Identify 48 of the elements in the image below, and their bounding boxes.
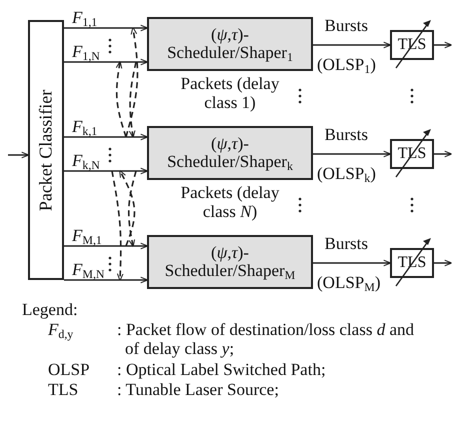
arrow — [313, 150, 392, 158]
path-label: (OLSP$_{1}$) — [317, 56, 376, 75]
arrow — [64, 276, 148, 284]
arrow — [64, 134, 148, 140]
classifier-box — [28, 20, 64, 280]
arrow — [64, 58, 148, 66]
edge-label: F$_{M,1}$ — [72, 227, 102, 246]
dashed-arrow — [128, 62, 137, 138]
legend-text: : Tunable Laser Source; — [117, 381, 279, 400]
edge-label: Bursts — [324, 17, 368, 36]
dashed-arrow — [111, 170, 124, 282]
scheduler-label: (ψ,τ)- Scheduler/Shaper$_{1}$ — [166, 26, 294, 62]
arrow — [434, 42, 452, 48]
edge-label: F$_{1,1}$ — [72, 9, 98, 28]
arrow — [8, 152, 30, 158]
arrow — [64, 168, 148, 174]
arrow — [313, 260, 392, 266]
legend-symbol: TLS — [48, 381, 78, 400]
path-label: (OLSP$_{M}$) — [317, 274, 380, 293]
scheduler-box — [147, 126, 313, 180]
legend-text: : Packet flow of destination/loss class d and of delay class y; — [117, 321, 415, 358]
legend-title: Legend: — [22, 301, 78, 320]
classifier-label: Packet Classifier — [36, 89, 56, 211]
edge-label: F$_{k,1}$ — [72, 118, 98, 137]
edge-label: F$_{1,N}$ — [72, 43, 100, 62]
legend-symbol: F$_{d,y}$ — [48, 321, 74, 340]
arrow — [64, 242, 148, 250]
scheduler-label: (ψ,τ)- Scheduler/Shaper$_{k}$ — [166, 135, 294, 171]
edge-label: F$_{M,N}$ — [72, 261, 105, 280]
legend-symbol: OLSP — [48, 361, 90, 380]
dashed-arrow — [128, 170, 137, 248]
edge-label: Bursts — [324, 126, 368, 145]
scheduler-label: (ψ,τ)- Scheduler/Shaper$_{M}$ — [164, 244, 296, 280]
path-label: (OLSP$_{k}$) — [317, 165, 376, 184]
arrow — [434, 260, 452, 266]
scheduler-box — [147, 17, 313, 71]
arrow — [434, 150, 452, 158]
edge-label: Bursts — [324, 235, 368, 254]
arrow — [64, 24, 148, 32]
dashed-arrow — [119, 170, 136, 246]
edge-label: F$_{k,N}$ — [72, 152, 100, 171]
scheduler-box — [147, 235, 313, 289]
arrow — [313, 42, 392, 48]
legend-text: : Optical Label Switched Path; — [117, 361, 326, 380]
note-text: Packets (delay class N) — [180, 184, 280, 222]
note-text: Packets (delay class 1) — [180, 75, 280, 112]
dashed-arrow — [125, 26, 138, 138]
dashed-arrow — [116, 60, 127, 138]
